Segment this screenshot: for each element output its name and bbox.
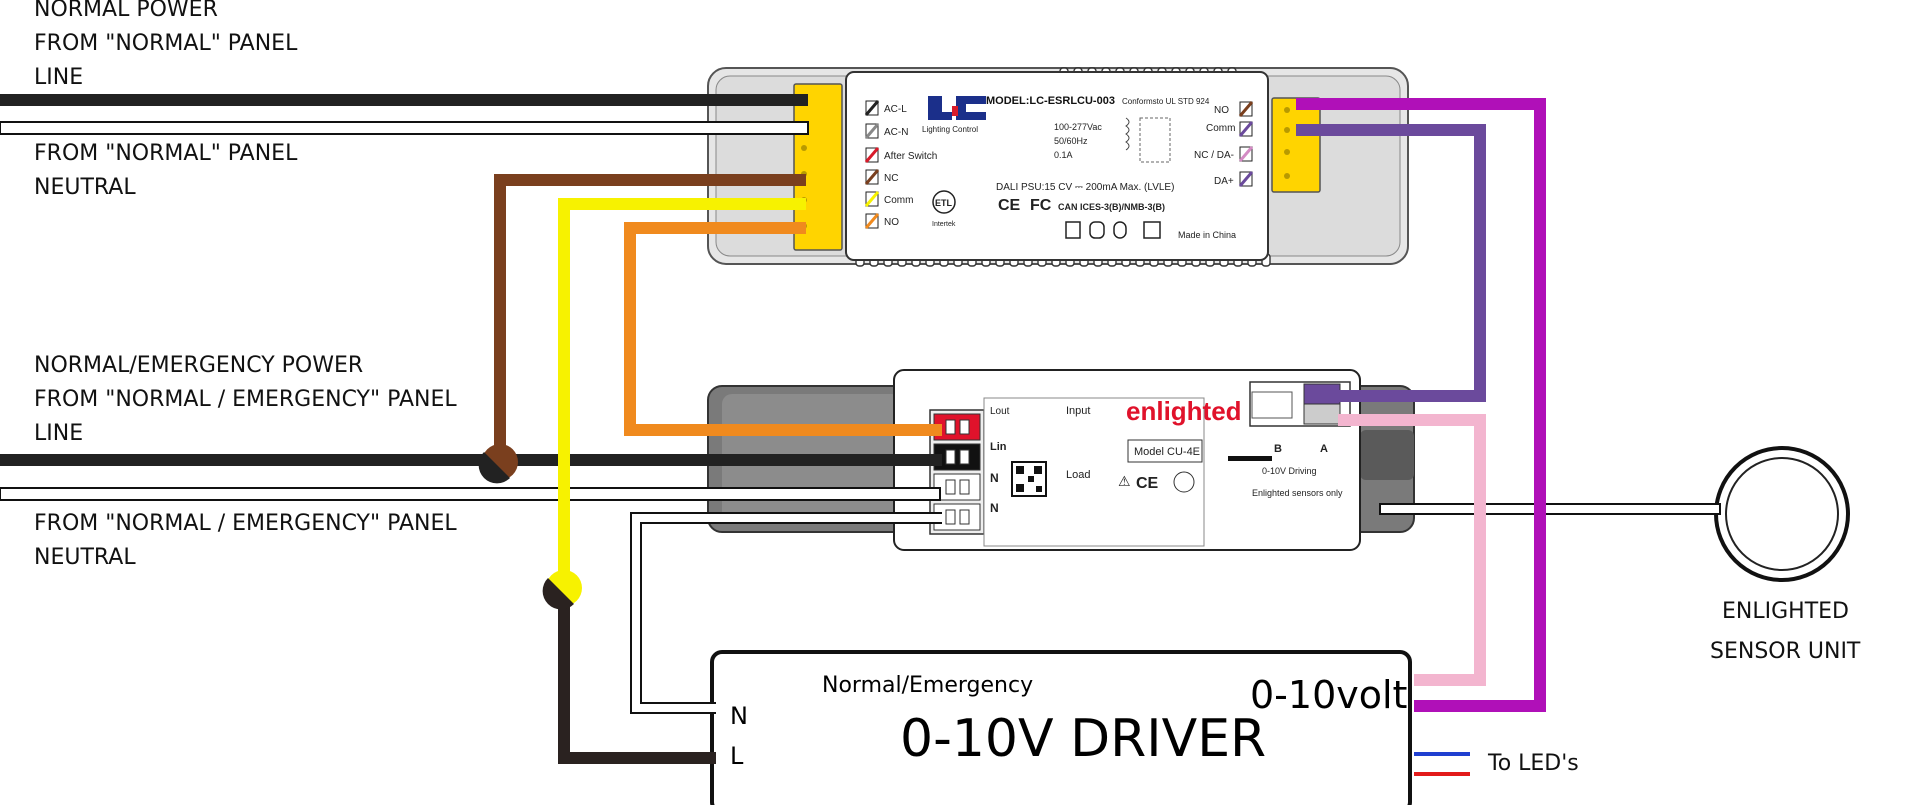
driver-box: Normal/Emergency 0-10V DRIVER 0-10volt N…	[710, 650, 1412, 805]
emergency-power-labels: NORMAL/EMERGENCY POWER FROM "NORMAL / EM…	[34, 353, 457, 570]
running-label: 0-10V Driving	[1262, 466, 1317, 476]
svg-text:FC: FC	[1030, 197, 1052, 214]
yellow-splice	[542, 570, 582, 610]
enlighted-sensor	[1714, 446, 1850, 582]
relay-standard: Conformsto UL STD 924	[1122, 97, 1210, 106]
emergency-neutral-wire	[0, 487, 941, 501]
svg-text:NEUTRAL: NEUTRAL	[34, 175, 136, 200]
relay-ratings: 100-277Vac 50/60Hz 0.1A	[1054, 117, 1171, 163]
driver-line-wire	[558, 588, 716, 764]
svg-text:After Switch: After Switch	[884, 151, 937, 162]
svg-text:50/60Hz: 50/60Hz	[1054, 136, 1088, 146]
svg-text:NORMAL/EMERGENCY POWER: NORMAL/EMERGENCY POWER	[34, 353, 363, 378]
driver-subtitle: Normal/Emergency	[822, 673, 1033, 698]
svg-text:FROM "NORMAL / EMERGENCY" PANE: FROM "NORMAL / EMERGENCY" PANEL	[34, 387, 457, 412]
enlighted-comm-terminal	[1303, 383, 1341, 405]
svg-text:CAN ICES-3(B)/NMB-3(B): CAN ICES-3(B)/NMB-3(B)	[1058, 202, 1165, 212]
brown-splice	[478, 444, 518, 484]
lin-label: Lin	[990, 441, 1007, 453]
svg-text:FROM "NORMAL" PANEL: FROM "NORMAL" PANEL	[34, 141, 298, 166]
svg-text:FROM "NORMAL / EMERGENCY" PANE: FROM "NORMAL / EMERGENCY" PANEL	[34, 511, 457, 536]
driver-dim-label: 0-10volt	[1250, 673, 1407, 717]
svg-text:LINE: LINE	[34, 421, 83, 446]
svg-text:LINE: LINE	[34, 65, 83, 90]
svg-text:NO: NO	[1214, 105, 1229, 116]
sensors-label: Enlighted sensors only	[1252, 488, 1343, 498]
enlighted-brand: enlighted	[1126, 396, 1242, 426]
relay-left-terminals: AC-L AC-N After Switch NC Comm NO	[864, 100, 937, 229]
svg-text:NORMAL POWER: NORMAL POWER	[34, 0, 218, 22]
svg-text:NC: NC	[884, 173, 898, 184]
svg-text:CE: CE	[1136, 475, 1159, 492]
sensor-label-line1: ENLIGHTED	[1722, 599, 1849, 624]
svg-text:CE: CE	[998, 197, 1021, 214]
svg-text:100-277Vac: 100-277Vac	[1054, 122, 1102, 132]
relay-brand: Lighting Control	[922, 125, 978, 134]
svg-text:FROM "NORMAL" PANEL: FROM "NORMAL" PANEL	[34, 31, 298, 56]
relay-made-in: Made in China	[1178, 230, 1236, 240]
driver-l-label: L	[730, 742, 744, 770]
yellow-wire	[558, 198, 806, 586]
svg-text:Comm: Comm	[1206, 123, 1235, 134]
relay-model: MODEL:LC-ESRLCU-003	[986, 95, 1115, 107]
pink-wire	[1338, 414, 1486, 686]
emergency-relay-unit: Lighting Control MODEL:LC-ESRLCU-003 Con…	[707, 67, 1409, 267]
relay-right-connector	[1271, 97, 1321, 193]
svg-text:AC-N: AC-N	[884, 127, 908, 138]
input-label: Input	[1066, 405, 1090, 417]
enlighted-model: Model CU-4E	[1134, 446, 1200, 458]
sensor-label-line2: SENSOR UNIT	[1710, 639, 1861, 664]
a-label: A	[1320, 443, 1328, 455]
magenta-wire	[1296, 98, 1546, 712]
b-label: B	[1274, 443, 1282, 455]
purple-wire	[1296, 124, 1486, 402]
normal-neutral-wire	[0, 121, 809, 135]
sensor-cable	[1379, 503, 1721, 515]
driver-title: 0-10V DRIVER	[900, 709, 1266, 769]
n-label-2: N	[990, 501, 999, 515]
svg-text:AC-L: AC-L	[884, 104, 907, 115]
svg-text:NC / DA-: NC / DA-	[1194, 150, 1234, 161]
svg-text:NO: NO	[884, 217, 899, 228]
relay-certifications: ETL CE FC CAN ICES-3(B)/NMB-3(B) Interte…	[932, 190, 1165, 239]
driver-n-label: N	[730, 702, 748, 730]
orange-wire	[624, 222, 942, 436]
qr-code	[1011, 461, 1047, 497]
svg-text:NEUTRAL: NEUTRAL	[34, 545, 136, 570]
svg-text:Intertek: Intertek	[932, 221, 956, 228]
relay-dali: DALI PSU:15 CV ⎓ 200mA Max. (LVLE)	[996, 182, 1174, 193]
lighting-control-logo	[928, 96, 986, 120]
load-label: Load	[1066, 469, 1090, 481]
svg-text:DA+: DA+	[1214, 176, 1234, 187]
to-leds-label: To LED's	[1487, 751, 1579, 776]
n-terminal-1	[933, 473, 981, 501]
svg-text:Comm: Comm	[884, 195, 913, 206]
svg-text:ETL: ETL	[935, 198, 953, 208]
brown-wire	[494, 174, 806, 460]
normal-power-labels: NORMAL POWER FROM "NORMAL" PANEL LINE FR…	[34, 0, 298, 200]
n-label-1: N	[990, 471, 999, 485]
enlighted-signal-terminal	[1303, 403, 1341, 425]
svg-text:⚠: ⚠	[1118, 473, 1131, 489]
svg-text:0.1A: 0.1A	[1054, 150, 1073, 160]
lout-label: Lout	[990, 406, 1010, 417]
relay-right-terminals: NO Comm NC / DA- DA+	[1194, 101, 1254, 187]
